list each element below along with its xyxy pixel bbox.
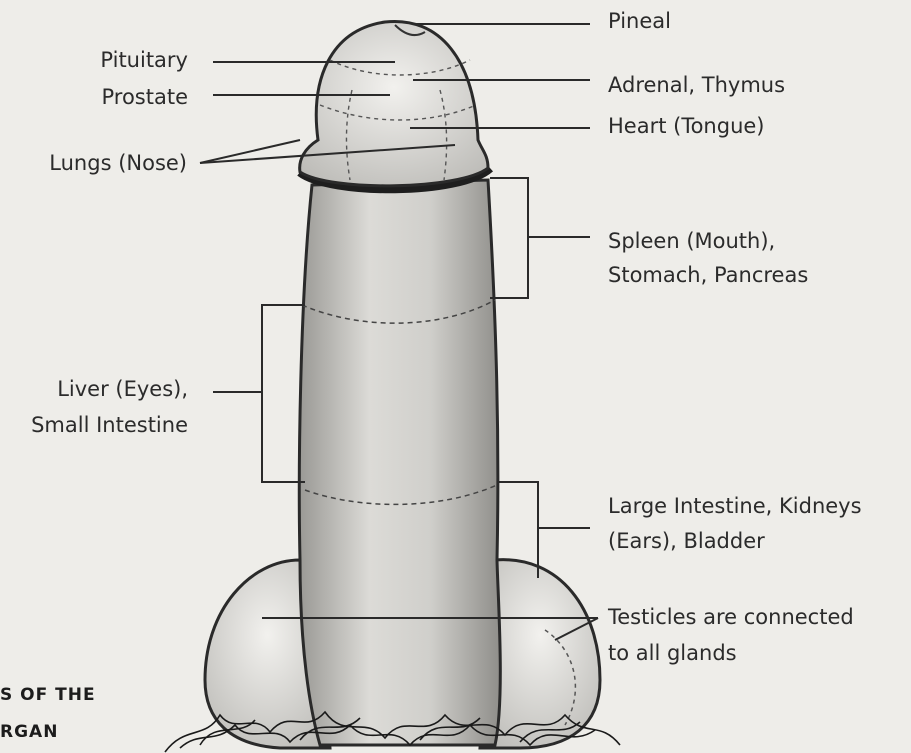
glans-shape (300, 21, 488, 185)
label-large-intestine-line2: (Ears), Bladder (608, 528, 765, 555)
label-adrenal-thymus: Adrenal, Thymus (608, 72, 785, 99)
label-liver-line2: Small Intestine (31, 412, 188, 439)
label-liver-line1: Liver (Eyes), (57, 376, 188, 403)
label-testicles-line1: Testicles are connected (608, 604, 854, 631)
label-pineal: Pineal (608, 8, 671, 35)
caption-line2: RGAN (0, 722, 58, 742)
label-heart-tongue: Heart (Tongue) (608, 113, 765, 140)
label-prostate: Prostate (101, 84, 188, 111)
shaft-shape (299, 180, 500, 745)
label-lungs-nose: Lungs (Nose) (49, 150, 187, 177)
caption-line1: S OF THE (0, 685, 96, 705)
label-testicles-line2: to all glands (608, 640, 737, 667)
label-pituitary: Pituitary (100, 47, 188, 74)
label-spleen-line2: Stomach, Pancreas (608, 262, 808, 289)
label-large-intestine-line1: Large Intestine, Kidneys (608, 493, 862, 520)
label-spleen-line1: Spleen (Mouth), (608, 228, 775, 255)
